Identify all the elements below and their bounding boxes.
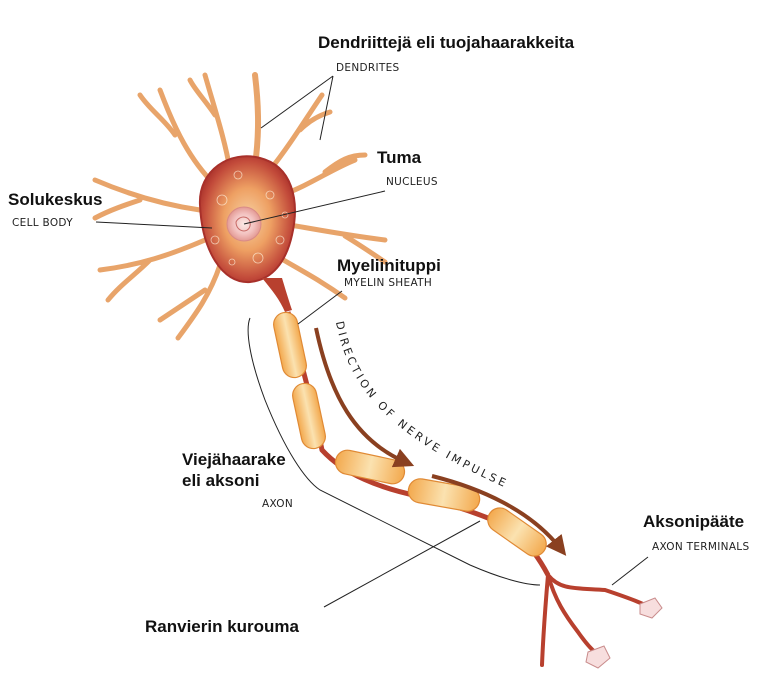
dendrites-label-en: DENDRITES bbox=[336, 62, 400, 74]
leader-myelin bbox=[297, 290, 343, 325]
leader-dendrites bbox=[260, 75, 334, 141]
axon-label-en: AXON bbox=[262, 498, 294, 510]
myelin-label-fi: Myeliinituppi bbox=[337, 256, 441, 275]
leader-ranvier bbox=[323, 520, 481, 608]
nucleolus bbox=[235, 216, 251, 232]
ranvier-label-fi: Ranvierin kurouma bbox=[145, 617, 299, 636]
leader-axon-terminals bbox=[611, 556, 649, 586]
myelin-label-en: MYELIN SHEATH bbox=[344, 277, 433, 289]
cell-body-label-fi: Solukeskus bbox=[8, 190, 103, 209]
axon-terminals-label-fi: Aksonipääte bbox=[643, 512, 745, 531]
nucleus-label-en: NUCLEUS bbox=[386, 176, 438, 188]
axon-terminals bbox=[540, 573, 647, 667]
dendrites bbox=[92, 72, 388, 341]
axon-label-fi-line1: Viejähaarake bbox=[182, 450, 286, 469]
synaptic-knobs bbox=[585, 597, 663, 669]
axon-hillock bbox=[262, 278, 292, 312]
impulse-arrow-2 bbox=[431, 474, 567, 556]
axon-label-fi-line2: eli aksoni bbox=[182, 471, 260, 490]
leader-cell-body bbox=[95, 221, 213, 229]
myelin-sheath bbox=[273, 311, 547, 557]
axon-bracket bbox=[247, 317, 541, 586]
impulse-arrow-1 bbox=[314, 327, 415, 468]
nucleus-label-fi: Tuma bbox=[377, 148, 422, 167]
axon-terminals-label-en: AXON TERMINALS bbox=[652, 541, 750, 553]
cell-body-label-en: CELL BODY bbox=[12, 217, 73, 229]
dendrites-label-fi: Dendriittejä eli tuojahaarakkeita bbox=[318, 33, 575, 52]
leader-nucleus bbox=[243, 190, 386, 225]
leader-lines bbox=[95, 75, 649, 608]
